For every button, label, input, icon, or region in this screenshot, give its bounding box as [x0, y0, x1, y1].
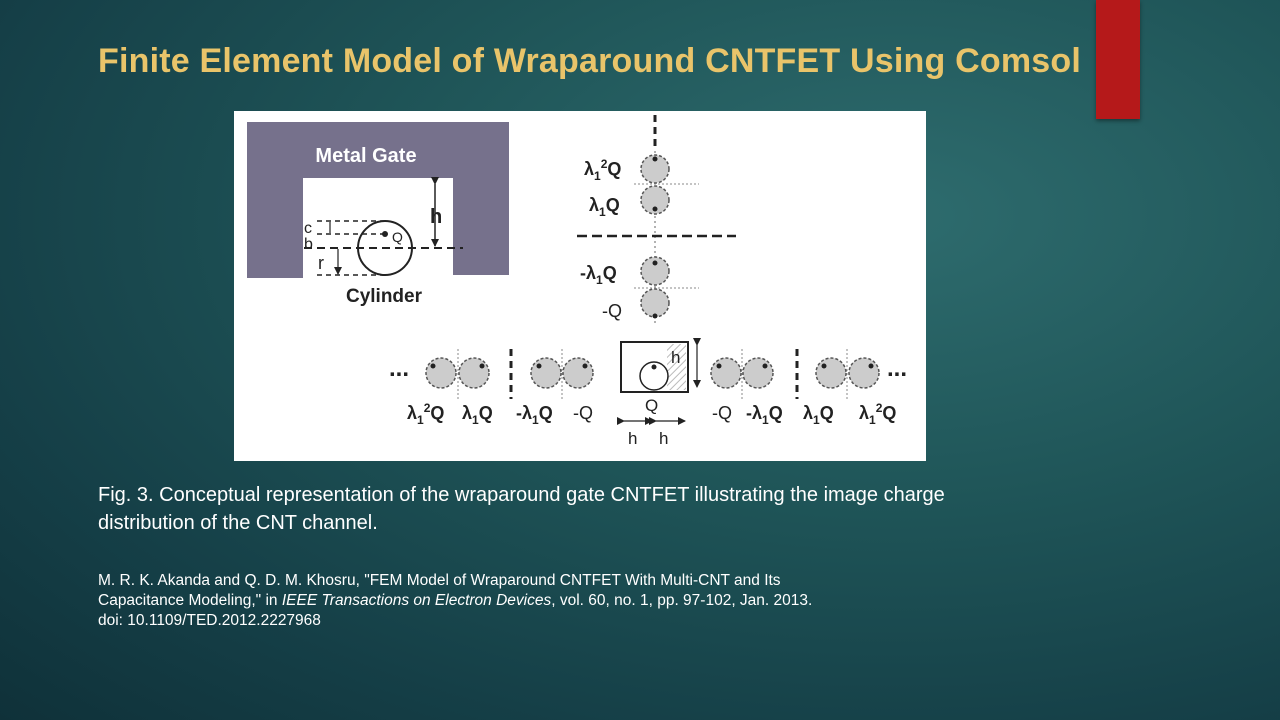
dim-h-label: h — [659, 429, 668, 448]
dim-r-label: r — [318, 253, 324, 273]
charge-dot — [716, 363, 722, 369]
charge-label: λ1Q — [589, 195, 620, 219]
citation-line1: M. R. K. Akanda and Q. D. M. Khosru, "FE… — [98, 572, 781, 589]
charge-dot — [652, 206, 658, 212]
citation-line2a: Capacitance Modeling," in — [98, 592, 282, 609]
charge-dot — [430, 363, 436, 369]
vertical-image-charges: λ12Q λ1Q -λ1Q -Q — [577, 115, 736, 323]
charge-dot — [868, 363, 874, 369]
image-charge-circle — [530, 357, 562, 389]
charge-q-label: Q — [392, 229, 403, 245]
dim-h-label: h — [430, 206, 442, 228]
cylinder-label: Cylinder — [346, 286, 423, 307]
charge-dot — [651, 364, 657, 370]
ellipsis-right: ... — [887, 355, 907, 382]
citation-line2b: , vol. 60, no. 1, pp. 97-102, Jan. 2013. — [551, 592, 813, 609]
hatch-region — [667, 344, 686, 390]
citation: M. R. K. Akanda and Q. D. M. Khosru, "FE… — [98, 571, 1058, 631]
charge-dot — [652, 313, 658, 319]
dim-c-label: c — [304, 220, 312, 237]
figure-caption: Fig. 3. Conceptual representation of the… — [98, 484, 945, 534]
charge-dot — [536, 363, 542, 369]
charge-label: λ1Q — [462, 403, 493, 427]
cnt-circle — [639, 361, 669, 391]
image-charge-circle — [742, 357, 774, 389]
charge-dot — [652, 260, 658, 266]
charge-dot — [762, 363, 768, 369]
citation-doi: doi: 10.1109/TED.2012.2227968 — [98, 612, 321, 629]
charge-label: λ12Q — [859, 401, 896, 427]
charge-dot — [652, 156, 658, 162]
charge-label: -Q — [573, 403, 593, 423]
cntfet-diagram: Metal Gate Q h c b r Cylinder — [234, 111, 926, 461]
charge-dot — [582, 363, 588, 369]
image-charge-circle — [815, 357, 847, 389]
charge-label: -λ1Q — [746, 403, 783, 427]
image-charge-circle — [640, 185, 670, 215]
charge-label: λ12Q — [584, 157, 621, 183]
image-charge-circle — [710, 357, 742, 389]
citation-journal: IEEE Transactions on Electron Devices — [281, 592, 552, 609]
metal-gate-shape — [247, 122, 509, 278]
image-charge-circle — [562, 357, 594, 389]
accent-bar — [1096, 0, 1140, 119]
metal-gate-section: Metal Gate Q h c b r Cylinder — [247, 122, 509, 307]
image-charge-circle — [425, 357, 457, 389]
charge-dot — [821, 363, 827, 369]
dim-h-label: h — [671, 348, 680, 367]
charge-dot — [479, 363, 485, 369]
charge-label: λ1Q — [803, 403, 834, 427]
image-charge-circle — [640, 288, 670, 318]
dim-h-label: h — [628, 429, 637, 448]
charge-label: -Q — [602, 301, 622, 321]
center-q-label: Q — [645, 396, 658, 415]
image-charge-circle — [458, 357, 490, 389]
charge-label: -Q — [712, 403, 732, 423]
horizontal-image-charges: ... ... — [389, 338, 907, 448]
image-charge-circle — [640, 154, 670, 184]
slide-title: Finite Element Model of Wraparound CNTFE… — [98, 42, 1081, 80]
image-charge-circle — [640, 256, 670, 286]
image-charge-circle — [848, 357, 880, 389]
charge-dot — [382, 231, 388, 237]
ellipsis-left: ... — [389, 355, 409, 382]
dim-b-label: b — [304, 236, 313, 253]
charge-label: λ12Q — [407, 401, 444, 427]
metal-gate-label: Metal Gate — [315, 145, 416, 167]
charge-label: -λ1Q — [580, 263, 617, 287]
charge-label: -λ1Q — [516, 403, 553, 427]
